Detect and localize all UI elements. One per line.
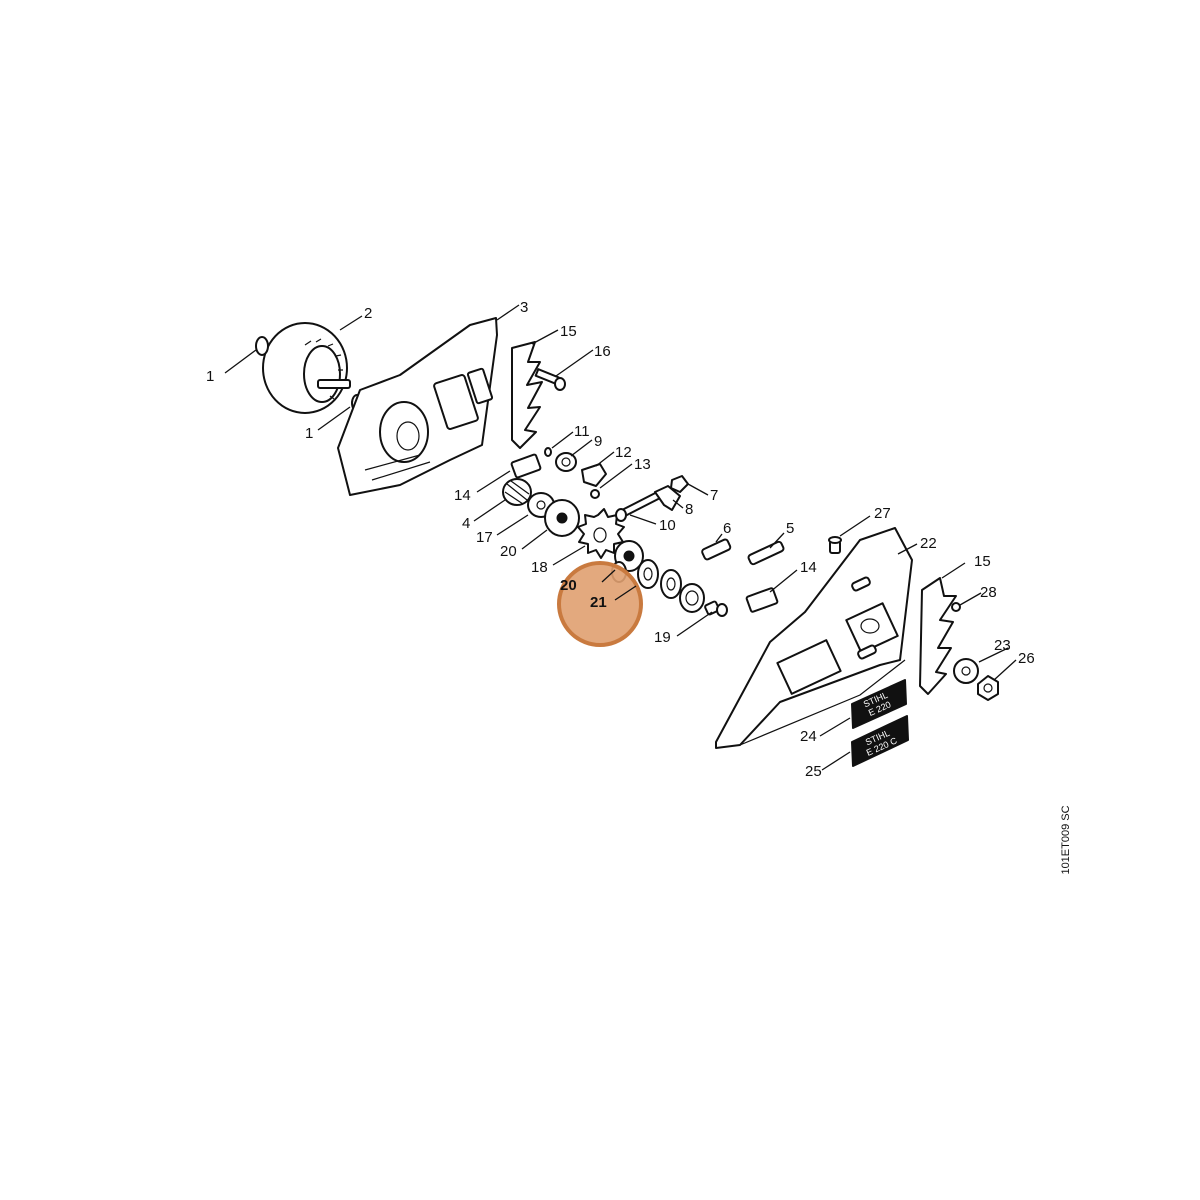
drawing-code: 101ET009 SC	[1056, 800, 1076, 880]
callout-4: 4	[462, 515, 470, 532]
callout-20-highlighted: 20	[560, 577, 577, 594]
highlight-marker	[557, 561, 643, 647]
callout-10: 10	[659, 517, 676, 534]
callout-2: 2	[364, 305, 372, 322]
callout-15-bottom: 15	[974, 553, 991, 570]
callout-7: 7	[710, 487, 718, 504]
clutch-drum	[262, 322, 351, 414]
callout-25: 25	[805, 763, 822, 780]
callout-26: 26	[1018, 650, 1035, 667]
screw-16	[534, 368, 566, 391]
callout-8: 8	[685, 501, 693, 518]
bumper-spike-bottom	[919, 577, 957, 695]
callout-14-top: 14	[454, 487, 471, 504]
callout-14-bottom: 14	[800, 559, 817, 576]
callout-3: 3	[520, 299, 528, 316]
callout-18: 18	[531, 559, 548, 576]
callout-23: 23	[994, 637, 1011, 654]
callout-1-top: 1	[206, 368, 214, 385]
callout-20-top: 20	[500, 543, 517, 560]
callout-28: 28	[980, 584, 997, 601]
part-28	[951, 602, 961, 612]
callout-19: 19	[654, 629, 671, 646]
drawing-code-text: 101ET009 SC	[1060, 805, 1072, 875]
nut-23	[953, 658, 979, 684]
callout-5: 5	[786, 520, 794, 537]
callout-15-top: 15	[560, 323, 577, 340]
callout-9: 9	[594, 433, 602, 450]
bearing-4	[502, 478, 532, 506]
callout-labels: 1 2 1 3 15 16 11 9 12 13 14 4 17 20 18 7…	[206, 299, 1035, 780]
nut-7	[670, 475, 689, 493]
nut-26	[977, 675, 999, 701]
callout-16: 16	[594, 343, 611, 360]
callout-22: 22	[920, 535, 937, 552]
stud-6	[701, 538, 732, 561]
part-14-bottom	[745, 587, 779, 613]
callout-12: 12	[615, 444, 632, 461]
callout-6: 6	[723, 520, 731, 537]
screw-27	[828, 536, 842, 554]
leader-lines	[224, 304, 1017, 771]
sprocket-housing	[337, 317, 498, 496]
callout-24: 24	[800, 728, 817, 745]
callout-21-highlighted: 21	[590, 594, 607, 611]
sprocket-cover	[715, 527, 913, 749]
screw-19	[704, 600, 728, 617]
callout-1-bottom: 1	[305, 425, 313, 442]
stud-5	[747, 540, 785, 566]
part-11	[544, 447, 552, 457]
washer-1-top	[255, 336, 269, 356]
part-14-top	[510, 453, 542, 479]
callout-27: 27	[874, 505, 891, 522]
callout-17: 17	[476, 529, 493, 546]
part-13	[590, 489, 600, 499]
bumper-spike-top	[511, 341, 543, 449]
callout-13: 13	[634, 456, 651, 473]
callout-11: 11	[574, 423, 590, 440]
part-12	[581, 463, 607, 487]
disc-20-top	[544, 499, 580, 537]
part-9	[555, 452, 577, 472]
